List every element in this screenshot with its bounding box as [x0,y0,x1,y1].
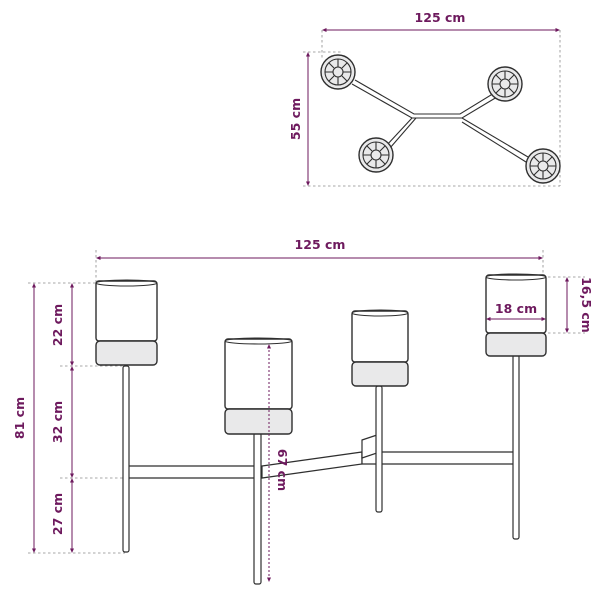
top-frame-arms [351,79,529,163]
top-holder-2 [487,66,523,102]
total-height-label: 81 cm [12,397,27,439]
lower-height-label: 27 cm [50,493,65,535]
inner-height-label: 67 cm [275,449,290,491]
front-holder-1 [95,279,158,366]
top-depth-label: 55 cm [288,98,303,140]
middle-height-label: 32 cm [50,401,65,443]
top-holder-3 [358,137,394,173]
front-width-label: 125 cm [295,237,346,252]
post-4 [512,354,520,540]
front-holder-2 [224,337,293,435]
holder-diameter-label: 18 cm [495,301,537,316]
front-holder-3 [351,309,409,387]
top-view: 125 cm 55 cm [288,10,561,187]
post-3 [375,385,383,513]
front-posts [122,354,520,585]
glass-height-label: 16,5 cm [579,277,594,333]
post-1 [122,365,130,553]
post-2 [253,432,262,585]
front-frame [127,433,519,479]
top-holder-1 [320,54,356,90]
holder-height-label: 22 cm [50,304,65,346]
top-holder-4 [525,148,561,184]
top-width-label: 125 cm [415,10,466,25]
front-view: 125 cm 81 cm 22 cm 32 cm 27 cm [12,237,594,585]
